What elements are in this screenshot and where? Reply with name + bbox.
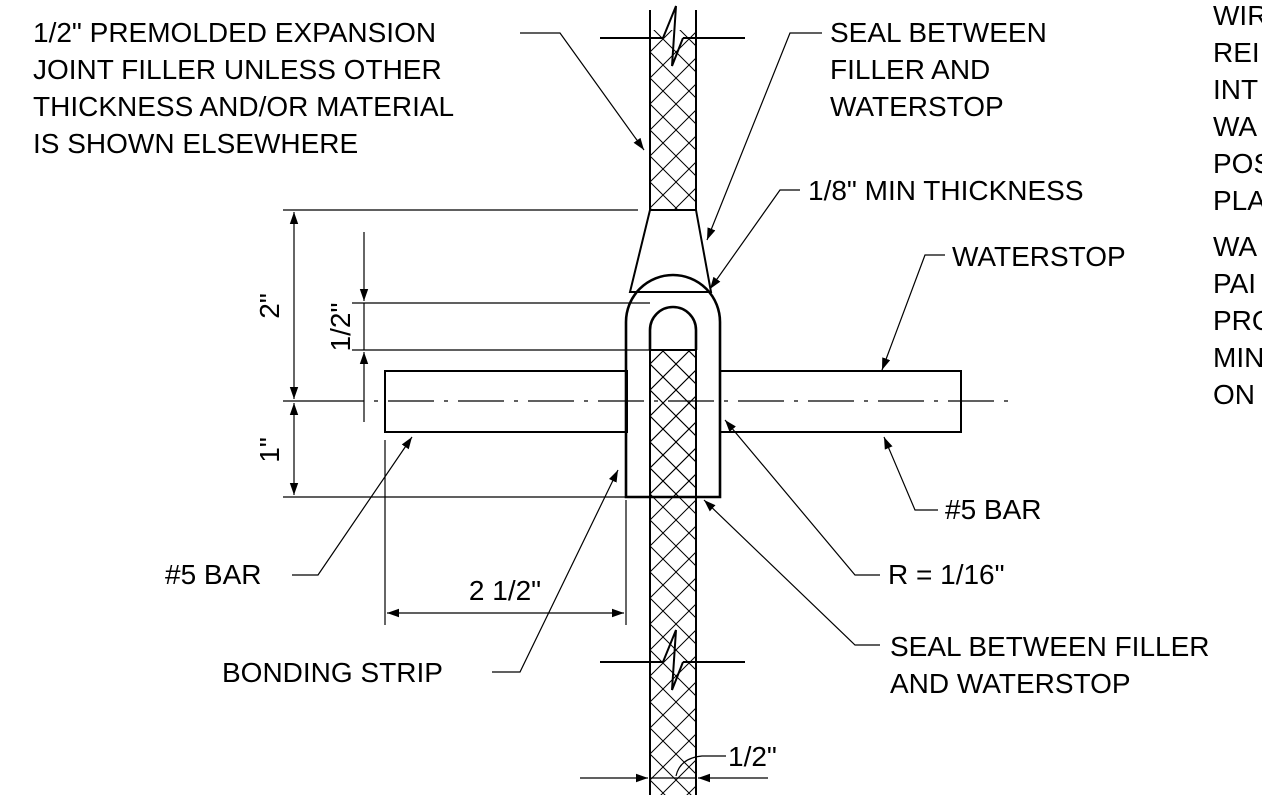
leader-waterstop <box>881 254 945 371</box>
dim-2-half-inch-label: 2 1/2" <box>469 575 541 606</box>
break-line-bottom <box>600 629 745 691</box>
svg-text:SEAL BETWEEN FILLER: SEAL BETWEEN FILLER <box>890 631 1210 662</box>
leader-bar-left <box>292 436 413 576</box>
leader-bonding-strip <box>492 469 619 673</box>
svg-text:MIN: MIN <box>1213 342 1262 373</box>
dim-2in-label: 2" <box>254 293 285 319</box>
svg-text:WATERSTOP: WATERSTOP <box>830 91 1004 122</box>
dim-1in-label: 1" <box>254 437 285 463</box>
svg-text:POS: POS <box>1213 148 1262 179</box>
label-note-1-cropped: WIR REI INT WA POS PLA <box>1213 0 1262 216</box>
label-seal-bottom: SEAL BETWEEN FILLER AND WATERSTOP <box>890 631 1210 699</box>
break-line-top <box>600 5 745 67</box>
svg-text:PRO: PRO <box>1213 305 1262 336</box>
label-bonding-strip: BONDING STRIP <box>222 657 443 688</box>
dimension-half-inch-vertical: 1/2" <box>325 232 650 422</box>
label-radius: R = 1/16" <box>888 559 1005 590</box>
leader-min-thickness <box>709 189 800 290</box>
label-premolded-filler: 1/2" PREMOLDED EXPANSION JOINT FILLER UN… <box>33 17 454 159</box>
dim-half-inch-label: 1/2" <box>325 303 356 352</box>
svg-text:1/2" PREMOLDED EXPANSION: 1/2" PREMOLDED EXPANSION <box>33 17 436 48</box>
label-bar-left: #5 BAR <box>165 559 262 590</box>
svg-text:WA: WA <box>1213 231 1257 262</box>
svg-text:INT: INT <box>1213 74 1258 105</box>
svg-text:JOINT FILLER UNLESS OTHER: JOINT FILLER UNLESS OTHER <box>33 54 442 85</box>
svg-text:WIR: WIR <box>1213 0 1262 31</box>
svg-text:THICKNESS AND/OR MATERIAL: THICKNESS AND/OR MATERIAL <box>33 91 454 122</box>
leader-premolded-filler <box>520 32 645 151</box>
leader-bar-right <box>883 436 938 511</box>
svg-text:ON: ON <box>1213 379 1255 410</box>
svg-text:PLA: PLA <box>1213 185 1262 216</box>
svg-text:WA: WA <box>1213 111 1257 142</box>
label-waterstop: WATERSTOP <box>952 241 1126 272</box>
leader-seal-top <box>706 32 822 241</box>
svg-text:SEAL BETWEEN: SEAL BETWEEN <box>830 17 1047 48</box>
dimension-2-half-inch: 2 1/2" <box>384 440 627 625</box>
leader-radius <box>724 419 880 576</box>
dimension-1in: 1" <box>254 403 626 498</box>
svg-text:REI: REI <box>1213 37 1260 68</box>
svg-text:IS SHOWN ELSEWHERE: IS SHOWN ELSEWHERE <box>33 128 358 159</box>
label-min-thickness: 1/8" MIN THICKNESS <box>808 175 1084 206</box>
label-bar-right: #5 BAR <box>945 494 1042 525</box>
svg-text:AND WATERSTOP: AND WATERSTOP <box>890 668 1131 699</box>
dimension-half-inch-bottom: 1/2" <box>580 700 777 790</box>
label-seal-top: SEAL BETWEEN FILLER AND WATERSTOP <box>830 17 1047 122</box>
waterstop <box>624 273 722 499</box>
dim-half-inch-bottom-label: 1/2" <box>728 741 777 772</box>
svg-text:PAI: PAI <box>1213 268 1256 299</box>
seal-taper <box>628 209 713 293</box>
leader-seal-bottom <box>703 499 880 646</box>
dimension-2in: 2" <box>254 209 638 402</box>
label-note-2-cropped: WA PAI PRO MIN ON <box>1213 231 1262 410</box>
svg-text:FILLER AND: FILLER AND <box>830 54 990 85</box>
